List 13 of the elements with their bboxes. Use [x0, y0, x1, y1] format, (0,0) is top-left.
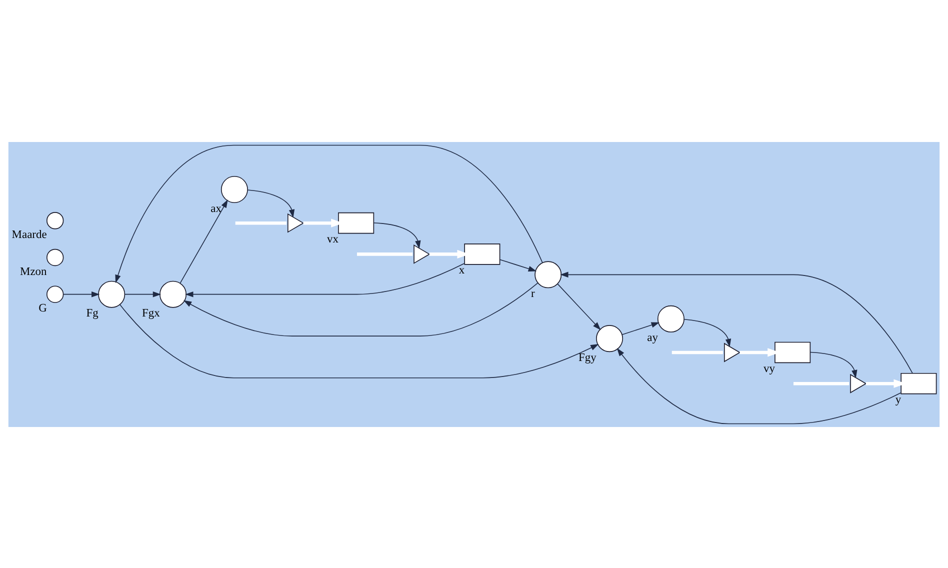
- node-label: Maarde: [12, 228, 47, 240]
- node-label: Fg: [86, 307, 98, 320]
- node-label: ay: [647, 332, 658, 344]
- node-label: G: [38, 302, 47, 314]
- node-label: Fgx: [142, 307, 160, 320]
- node-label: Fgy: [578, 351, 596, 364]
- node-label: Mzon: [20, 265, 47, 278]
- node-label: r: [531, 287, 535, 300]
- node-label: ax: [210, 202, 222, 214]
- node-label: x: [458, 264, 465, 276]
- node-label: vx: [327, 232, 338, 245]
- node-label: y: [895, 394, 902, 406]
- node-label: vy: [764, 362, 775, 374]
